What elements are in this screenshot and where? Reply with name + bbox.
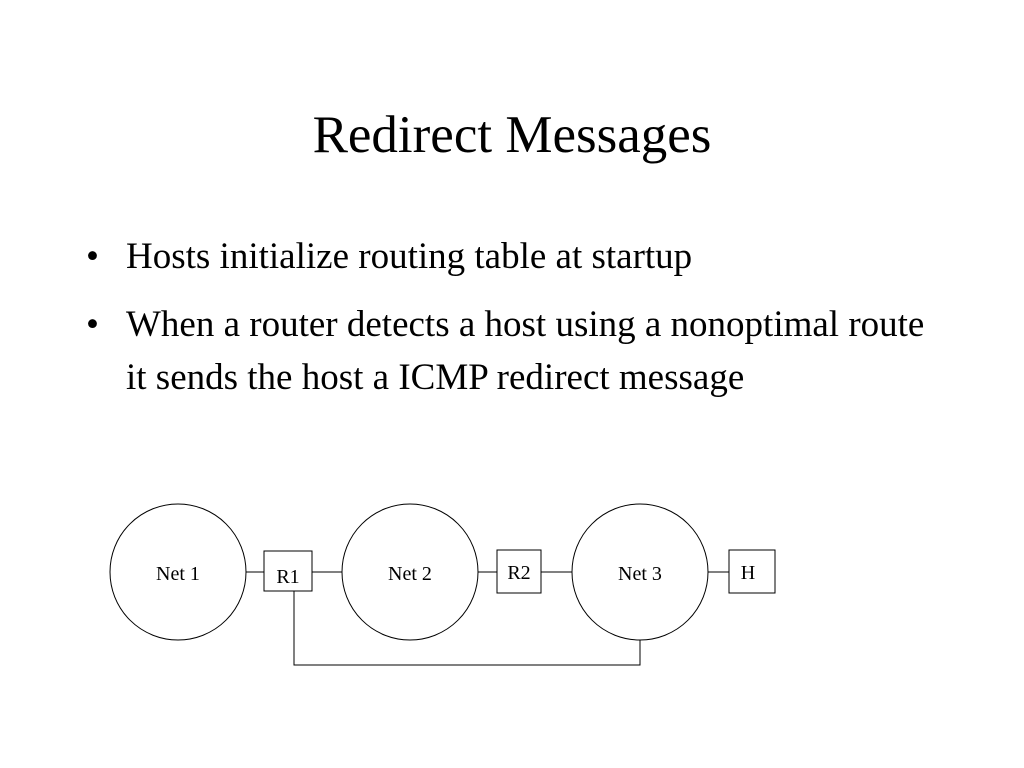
host-node xyxy=(728,549,776,594)
bullet-item: • When a router detects a host using a n… xyxy=(86,298,946,404)
bullet-item: • Hosts initialize routing table at star… xyxy=(86,230,946,283)
network-label: Net 2 xyxy=(388,563,432,585)
router-node-r2 xyxy=(496,549,542,594)
bullet-text: Hosts initialize routing table at startu… xyxy=(126,236,693,277)
bullet-text: When a router detects a host using a non… xyxy=(126,304,925,398)
router-label: R1 xyxy=(276,566,299,588)
slide-title: Redirect Messages xyxy=(312,106,712,164)
host-label: H xyxy=(741,562,755,584)
link-r1-net3 xyxy=(293,591,641,666)
router-label: R2 xyxy=(507,562,530,584)
router-node-r1 xyxy=(263,550,313,592)
network-label: Net 1 xyxy=(156,563,200,585)
network-node-net1 xyxy=(109,503,247,641)
bullet-dot-icon: • xyxy=(86,304,99,345)
bullet-list: • Hosts initialize routing table at star… xyxy=(86,230,946,419)
network-label: Net 3 xyxy=(618,563,662,585)
network-node-net3 xyxy=(571,503,709,641)
network-node-net2 xyxy=(341,503,479,641)
bullet-dot-icon: • xyxy=(86,236,99,277)
